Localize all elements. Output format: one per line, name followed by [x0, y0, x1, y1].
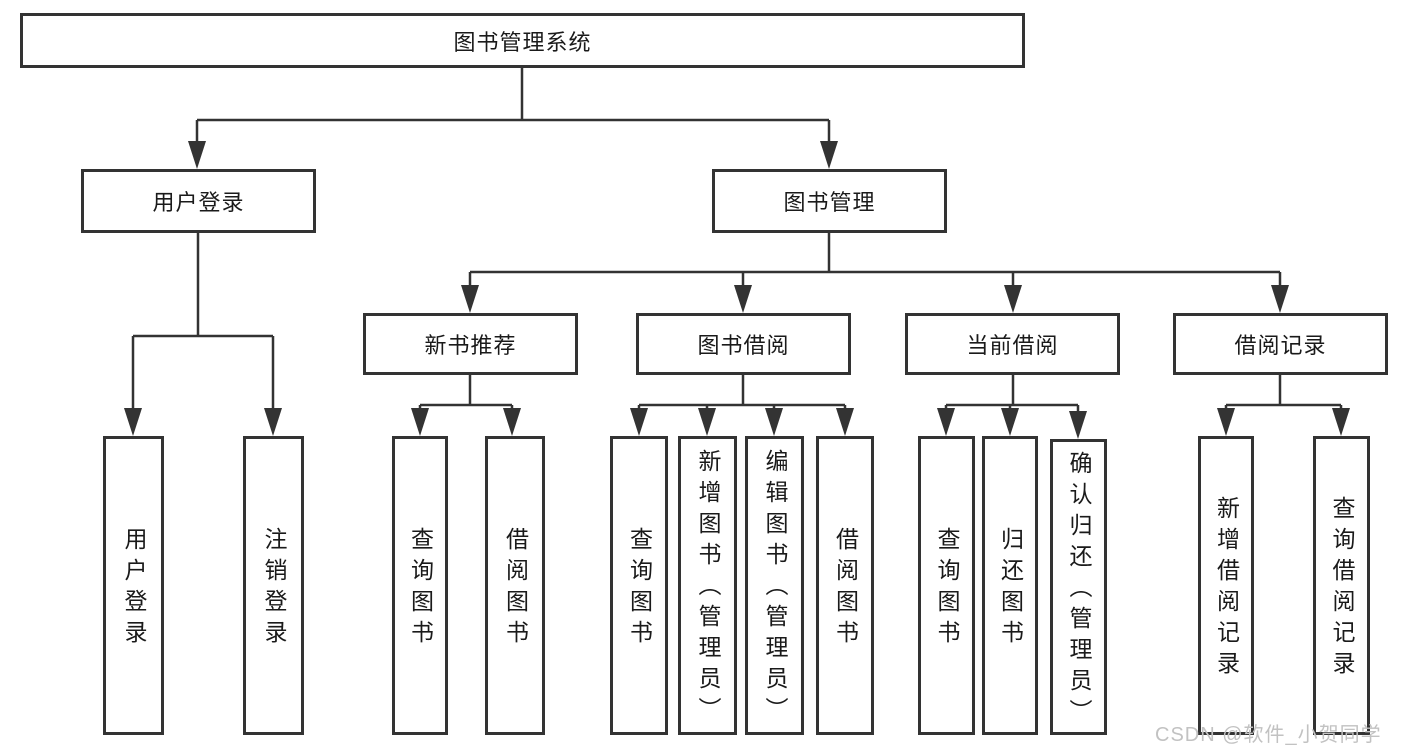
arrow-head [411, 408, 429, 436]
leaf-query-borrow-record: 查询借阅记录 [1313, 436, 1370, 735]
arrow-head [765, 408, 783, 436]
leaf-add-book-admin: 新增图书（管理员） [678, 436, 737, 735]
arrow-head [1332, 408, 1350, 436]
csdn-watermark: CSDN @软件_小贺同学 [1155, 724, 1382, 746]
leaf-query-books-2: 查询图书 [610, 436, 668, 735]
connector-root-to-level1 [195, 68, 831, 160]
arrow-head [461, 285, 479, 313]
arrow-head [698, 408, 716, 436]
node-borrowing-records: 借阅记录 [1173, 313, 1388, 375]
arrow-head [188, 141, 206, 169]
arrow-head [1001, 408, 1019, 436]
connector-userlogin-to-leaves [131, 233, 275, 420]
arrow-head [734, 285, 752, 313]
node-current-borrowing: 当前借阅 [905, 313, 1120, 375]
arrow-head [1217, 408, 1235, 436]
leaf-return-book: 归还图书 [982, 436, 1038, 735]
node-new-book-recommendation: 新书推荐 [363, 313, 578, 375]
arrow-head [820, 141, 838, 169]
leaf-add-borrow-record: 新增借阅记录 [1198, 436, 1254, 735]
leaf-confirm-return-admin: 确认归还（管理员） [1050, 439, 1107, 735]
arrow-head [630, 408, 648, 436]
leaf-edit-book-admin: 编辑图书（管理员） [745, 436, 804, 735]
node-root-system: 图书管理系统 [20, 13, 1025, 68]
arrow-head [264, 408, 282, 436]
leaf-query-books-1: 查询图书 [392, 436, 448, 735]
arrow-head [836, 408, 854, 436]
connector-newbookrec-to-leaves [418, 375, 514, 420]
node-book-borrowing: 图书借阅 [636, 313, 851, 375]
node-user-login: 用户登录 [81, 169, 316, 233]
arrow-head [937, 408, 955, 436]
arrow-head [1069, 411, 1087, 439]
connector-borrowrecords-to-leaves [1224, 375, 1343, 420]
node-book-management: 图书管理 [712, 169, 947, 233]
leaf-borrow-books-2: 借阅图书 [816, 436, 874, 735]
connector-bookborrow-to-leaves [637, 375, 847, 420]
arrow-head [124, 408, 142, 436]
arrow-head [1271, 285, 1289, 313]
leaf-query-books-3: 查询图书 [918, 436, 975, 735]
leaf-logout: 注销登录 [243, 436, 304, 735]
leaf-borrow-books-1: 借阅图书 [485, 436, 545, 735]
leaf-user-login: 用户登录 [103, 436, 164, 735]
connector-bookmgmt-to-level2 [468, 233, 1282, 300]
arrow-head [1004, 285, 1022, 313]
arrow-head [503, 408, 521, 436]
